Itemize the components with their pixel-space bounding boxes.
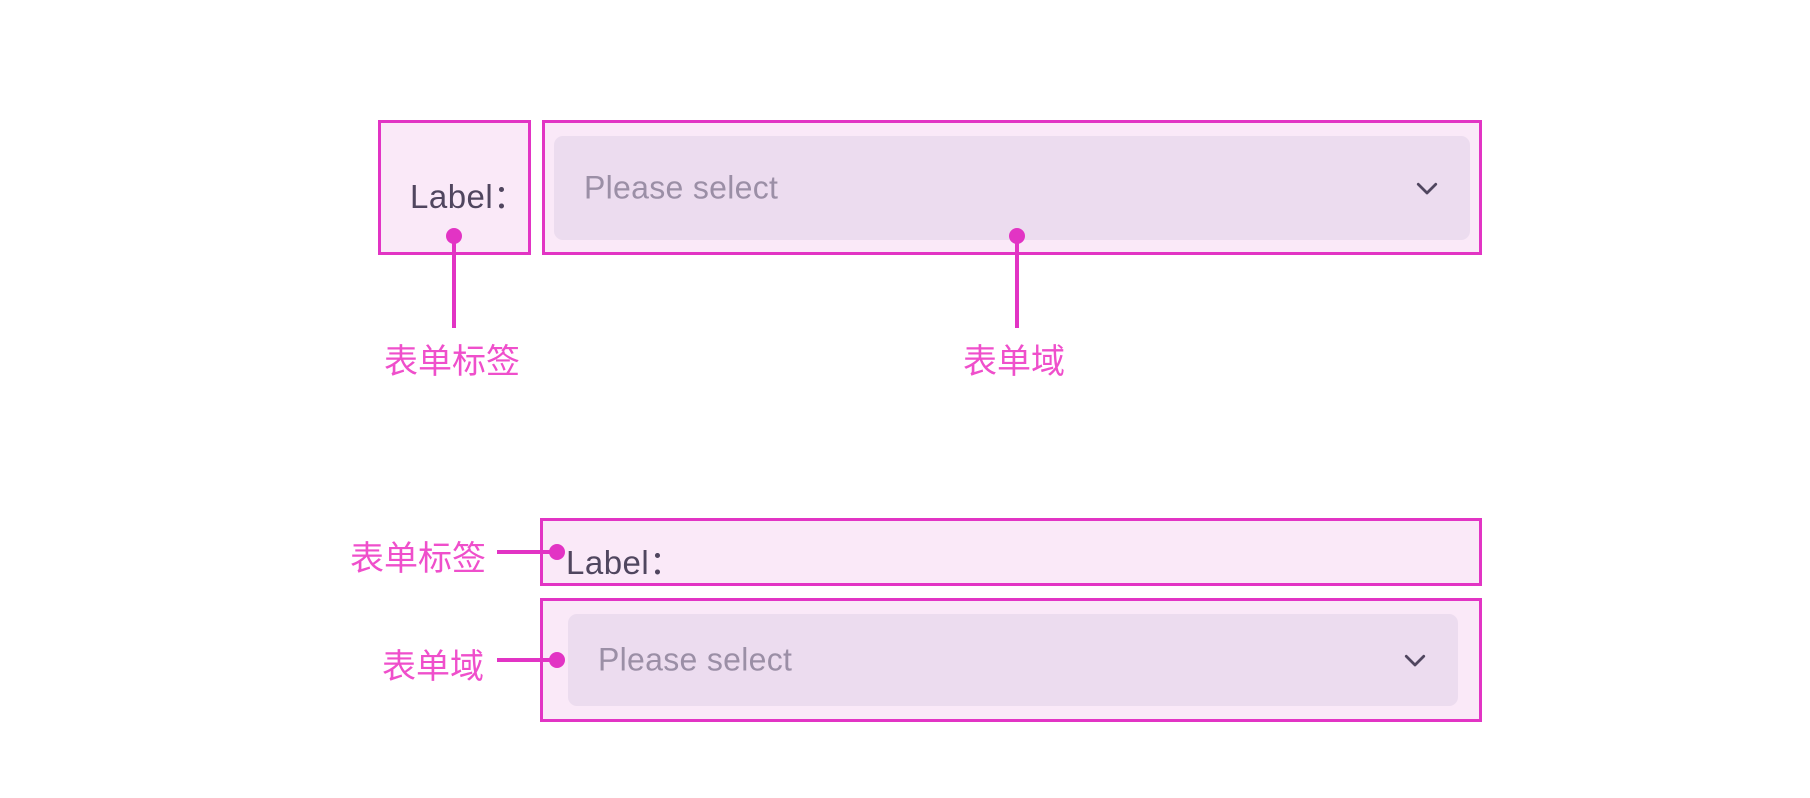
callout-dot-field-bottom xyxy=(549,652,565,668)
callout-leader-field-bottom xyxy=(497,658,555,662)
callout-leader-field-top xyxy=(1015,236,1019,328)
callout-label-vertical-field: 表单域 xyxy=(382,647,484,687)
horizontal-form-label: Label： xyxy=(410,178,527,215)
chevron-down-icon[interactable] xyxy=(1398,643,1432,677)
callout-dot-label-bottom xyxy=(549,544,565,560)
callout-leader-label-bottom xyxy=(497,550,555,554)
vertical-label-box xyxy=(540,518,1482,586)
vertical-form-label: Label： xyxy=(566,544,683,581)
vertical-select[interactable]: Please select xyxy=(568,614,1458,706)
callout-leader-label-top xyxy=(452,236,456,328)
callout-label-horizontal-field: 表单域 xyxy=(963,342,1065,382)
callout-label-vertical-label: 表单标签 xyxy=(350,539,486,579)
horizontal-select[interactable]: Please select xyxy=(554,136,1470,240)
callout-label-horizontal-label: 表单标签 xyxy=(384,342,520,382)
vertical-select-placeholder: Please select xyxy=(598,641,793,678)
horizontal-select-placeholder: Please select xyxy=(584,169,779,206)
chevron-down-icon[interactable] xyxy=(1410,171,1444,205)
